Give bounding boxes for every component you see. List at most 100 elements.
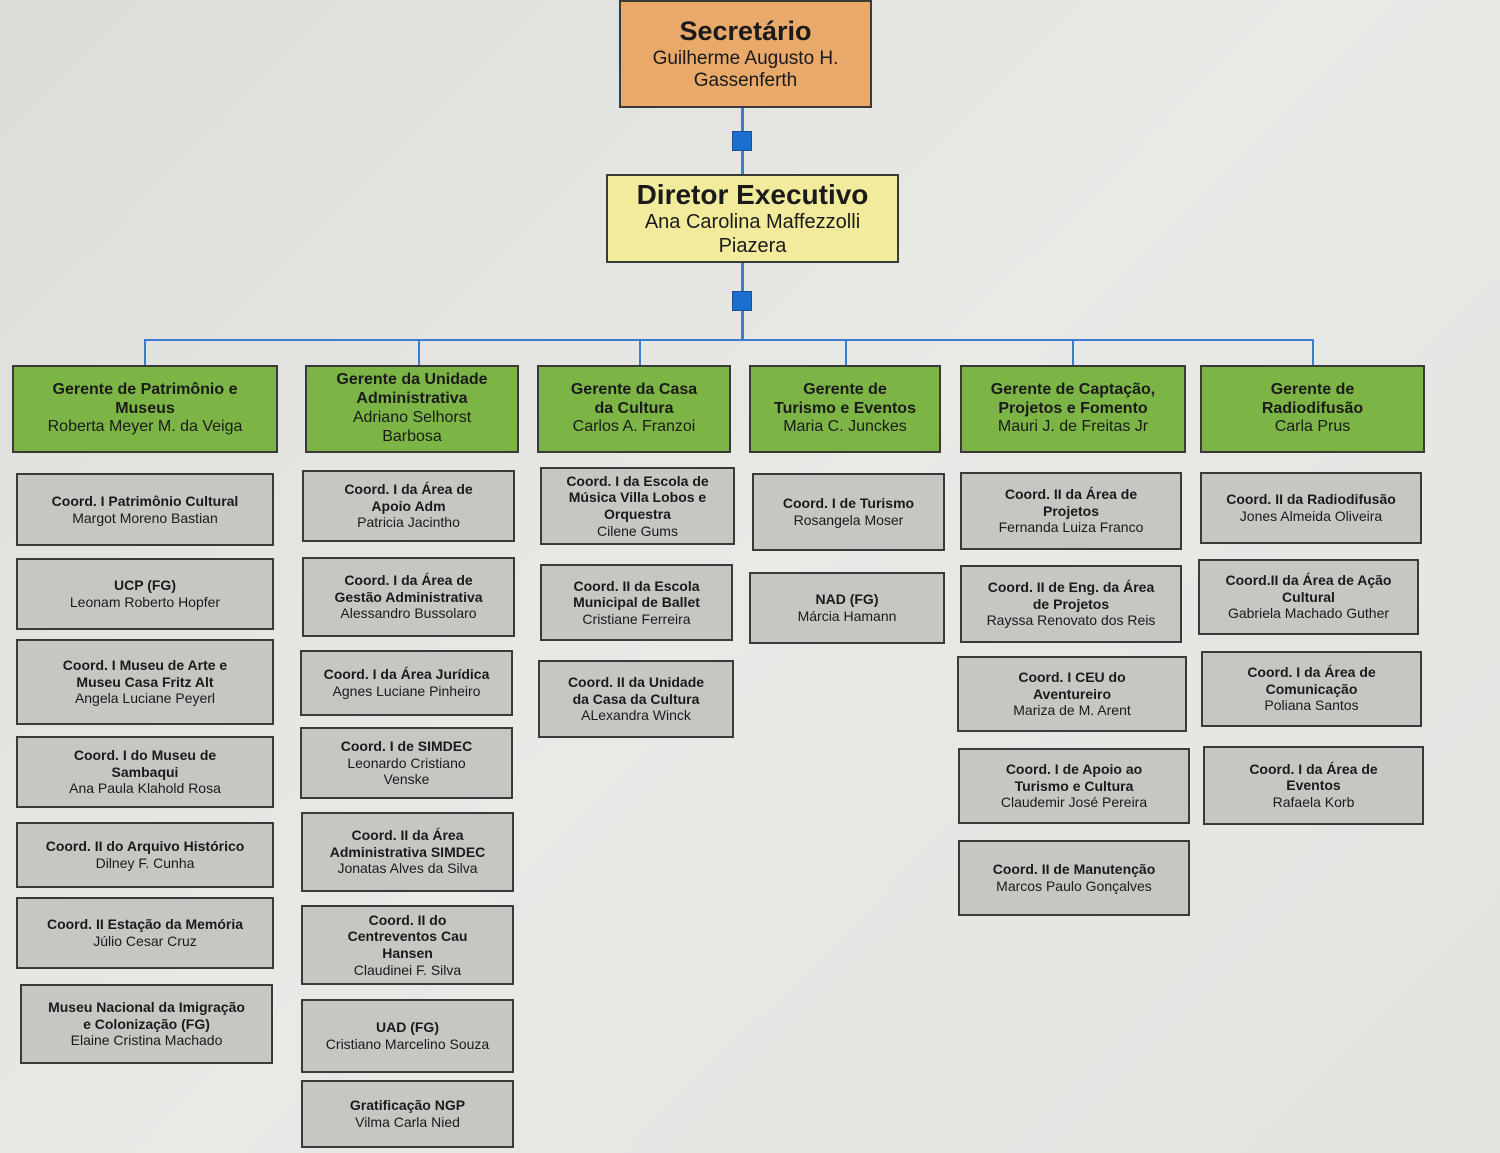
box-name: Carla Prus — [1274, 418, 1351, 436]
box-title: Coord. I de Apoio ao Turismo e Cultura — [1005, 761, 1143, 794]
box-title: Gerente de Radiodifusão — [1261, 380, 1364, 417]
box-name: Elaine Cristina Machado — [70, 1032, 223, 1049]
connector-line — [845, 339, 847, 366]
coordinator-box[interactable]: Coord. I da Escola de Música Villa Lobos… — [540, 467, 735, 545]
box-title: Gerente de Patrimônio e Museus — [52, 380, 238, 417]
connector-handle-icon[interactable] — [732, 131, 752, 151]
box-title: Coord. II do Centreventos Cau Hansen — [347, 911, 468, 961]
box-name: Rayssa Renovato dos Reis — [986, 612, 1156, 629]
box-name: Jonatas Alves da Silva — [337, 860, 478, 877]
box-name: Patricia Jacintho — [357, 514, 460, 531]
box-name: Cilene Gums — [597, 522, 678, 539]
box-title: Coord. I Patrimônio Cultural — [51, 492, 239, 509]
box-name: Mauri J. de Freitas Jr — [997, 418, 1149, 436]
secretario-box[interactable]: Secretário Guilherme Augusto H. Gassenfe… — [619, 0, 872, 108]
box-name: Gabriela Machado Guther — [1227, 605, 1390, 622]
box-title: UCP (FG) — [114, 577, 176, 594]
diretor-box[interactable]: Diretor Executivo Ana Carolina Maffezzol… — [606, 174, 899, 263]
box-title: Coord. II da Unidade da Casa da Cultura — [567, 674, 705, 707]
box-name: Claudemir José Pereira — [1000, 794, 1148, 811]
box-name: Dilney F. Cunha — [95, 855, 195, 871]
box-title: UAD (FG) — [376, 1019, 439, 1036]
box-name: Leonam Roberto Hopfer — [69, 594, 221, 610]
box-title: Coord. I da Área de Eventos — [1249, 760, 1378, 794]
box-name: Leonardo Cristiano Venske — [347, 754, 466, 788]
box-title: Gerente de Captação, Projetos e Fomento — [990, 380, 1156, 417]
coordinator-box[interactable]: Coord. I Museu de Arte e Museu Casa Frit… — [16, 639, 274, 725]
coordinator-box[interactable]: Coord. I da Área de Gestão Administrativ… — [302, 557, 515, 637]
connector-line — [1312, 339, 1314, 366]
box-title: Coord. I da Escola de Música Villa Lobos… — [566, 472, 709, 522]
box-name: Margot Moreno Bastian — [72, 509, 218, 526]
coordinator-box[interactable]: NAD (FG)Márcia Hamann — [749, 572, 945, 644]
coordinator-box[interactable]: UCP (FG)Leonam Roberto Hopfer — [16, 558, 274, 630]
box-name: Maria C. Junckes — [783, 418, 907, 436]
box-title: Coord. II da Radiodifusão — [1226, 491, 1396, 508]
box-name: Júlio Cesar Cruz — [93, 933, 197, 949]
box-title: Coord. I de Turismo — [782, 495, 915, 512]
connector-line — [418, 339, 420, 366]
box-name: Rafaela Korb — [1272, 793, 1355, 810]
box-title: Coord. I da Área de Comunicação — [1247, 664, 1376, 697]
box-name: Márcia Hamann — [797, 608, 897, 624]
connector-line — [144, 339, 146, 366]
box-name: Adriano Selhorst Barbosa — [352, 409, 472, 445]
connector-handle-icon[interactable] — [732, 291, 752, 311]
box-title: Coord. II de Manutenção — [992, 861, 1156, 878]
box-title: Gerente de Turismo e Eventos — [774, 380, 916, 417]
box-title: Coord. II da Escola Municipal de Ballet — [573, 577, 700, 611]
box-name: Ana Paula Klahold Rosa — [69, 780, 221, 797]
box-title: Coord. I da Área Jurídica — [323, 666, 490, 683]
box-name: Fernanda Luiza Franco — [998, 519, 1144, 536]
box-title: Coord. I de SIMDEC — [340, 738, 473, 755]
coordinator-box[interactable]: Museu Nacional da Imigração e Colonizaçã… — [20, 984, 273, 1064]
coordinator-box[interactable]: UAD (FG)Cristiano Marcelino Souza — [301, 999, 514, 1073]
box-name: Mariza de M. Arent — [1013, 702, 1131, 719]
box-name: Vilma Carla Nied — [355, 1114, 460, 1130]
box-name: Cristiane Ferreira — [582, 610, 691, 627]
box-name: Alessandro Bussolaro — [340, 605, 477, 622]
box-name: Carlos A. Franzoi — [572, 418, 696, 436]
box-title: Coord. I da Área de Gestão Administrativ… — [334, 572, 483, 605]
box-title: Coord.II da Área de Ação Cultural — [1225, 572, 1392, 605]
box-name: Claudinei F. Silva — [353, 961, 462, 978]
box-title: Coord. I da Área de Apoio Adm — [344, 481, 473, 514]
connector-line — [144, 339, 1314, 341]
box-title: Gerente da Unidade Administrativa — [336, 371, 488, 408]
box-name: Guilherme Augusto H. Gassenferth — [652, 47, 839, 91]
box-name: Ana Carolina Maffezzolli Piazera — [644, 211, 861, 258]
box-name: Angela Luciane Peyerl — [74, 690, 216, 707]
box-name: Rosangela Moser — [793, 512, 904, 528]
box-title: Coord. II de Eng. da Área de Projetos — [987, 579, 1155, 612]
box-title: Diretor Executivo — [636, 179, 869, 211]
box-name: Agnes Luciane Pinheiro — [332, 683, 481, 699]
